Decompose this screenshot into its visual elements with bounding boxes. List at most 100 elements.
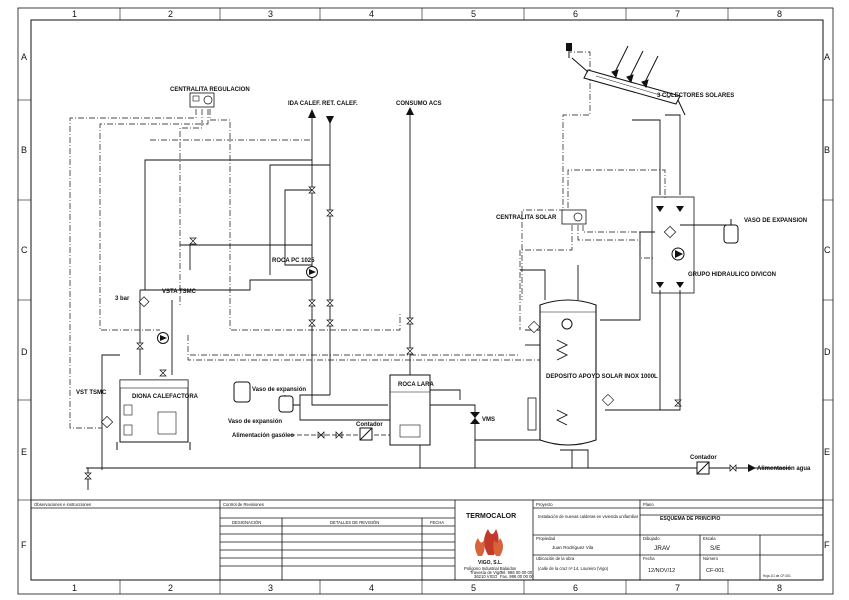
proyecto-label: Proyecto xyxy=(536,502,553,507)
company-address-line: Travesía de Vigo xyxy=(470,570,502,575)
label-contador-gas: Contador xyxy=(356,422,383,428)
vms-valve: VMS xyxy=(470,412,495,424)
fecha-value: 12/NOV/12 xyxy=(648,568,675,574)
vaso-expansion-solar: VASO DE EXPANSION xyxy=(723,218,807,244)
label-contador-agua: Contador xyxy=(690,455,717,461)
water-counter: Contador Alimentación agua xyxy=(690,455,811,475)
row-label: F xyxy=(824,540,830,550)
label-centralita-solar: CENTRALITA SOLAR xyxy=(496,215,557,221)
col-label: 4 xyxy=(369,9,374,19)
gas-line: Contador Alimentación gasóleo xyxy=(232,422,390,441)
col-label: 8 xyxy=(777,9,782,19)
company-city: VIGO, S.L. xyxy=(478,560,503,566)
ubicacion-label: Ubicación de la obra xyxy=(536,556,575,561)
company-address-line: Polígono Industrial Balaídos xyxy=(464,566,516,571)
revisiones-label: Control de Revisiones xyxy=(223,502,264,507)
label-colectores: 3 COLECTORES SOLARES xyxy=(657,93,734,99)
col-label: 3 xyxy=(268,9,273,19)
boiler-group: DIONA CALEFACTORA 3 bar VSTA TSMC VST TS… xyxy=(76,289,199,450)
company-name: TERMOCALOR xyxy=(466,513,516,520)
company-address-line: Tel. 986 00 00 00 xyxy=(500,570,533,575)
flow-arrows: IDA CALEF. RET. CALEF. CONSUMO ACS xyxy=(288,101,441,124)
label-vaso-expansion-1: Vaso de expansión xyxy=(252,387,306,393)
row-label: C xyxy=(21,245,28,255)
row-label: E xyxy=(824,447,830,457)
solar-collectors: 3 COLECTORES SOLARES xyxy=(566,43,734,116)
col-label: 5 xyxy=(471,583,476,593)
deposito: DEPOSITO APOYO SOLAR INOX 1000L xyxy=(527,299,658,446)
valves xyxy=(84,186,737,480)
dibujado-label: Dibujado xyxy=(643,536,660,541)
centralita-regulacion: CENTRALITA REGULACION xyxy=(170,87,250,108)
label-vst: VST TSMC xyxy=(76,390,107,396)
numero-label: Número xyxy=(703,556,719,561)
plano-value: ESQUEMA DE PRINCIPIO xyxy=(660,516,720,522)
label-vaso-expansion: VASO DE EXPANSION xyxy=(744,218,807,224)
label-vista-tsmc: VSTA TSMC xyxy=(162,289,197,295)
roca-lara: ROCA LARA xyxy=(389,374,434,446)
label-vaso-expansion-2: Vaso de expansión xyxy=(228,419,282,425)
title-block xyxy=(30,499,824,581)
label-tres-bar: 3 bar xyxy=(115,296,130,302)
observaciones-label: Observaciones e instrucciones xyxy=(34,502,91,507)
row-label: A xyxy=(824,52,830,62)
rev-col-detalles: DETALLES DE REVISIÓN xyxy=(330,520,379,525)
numero-value: CF-001 xyxy=(706,568,724,574)
fecha-label: Fecha xyxy=(643,556,655,561)
row-label: D xyxy=(824,347,831,357)
label-ret-calef: RET. CALEF. xyxy=(322,101,358,107)
col-label: 7 xyxy=(675,9,680,19)
escala-label: Escala xyxy=(703,536,716,541)
col-label: 7 xyxy=(675,583,680,593)
label-alimentacion-agua: Alimentación agua xyxy=(757,466,811,472)
propiedad-label: Propiedad xyxy=(536,536,556,541)
escala-value: S/E xyxy=(710,545,721,552)
propiedad-value: Juan Rodríguez Vila xyxy=(552,545,594,550)
label-vms: VMS xyxy=(482,417,495,423)
col-label: 4 xyxy=(369,583,374,593)
rev-col-designacion: DESIGNACIÓN xyxy=(232,520,261,525)
row-label: D xyxy=(21,347,28,357)
plano-label: Plano xyxy=(643,502,654,507)
col-label: 3 xyxy=(268,583,273,593)
roca-pc: ROCA PC 1025 xyxy=(272,258,318,278)
grid-labels: 1 2 3 4 5 6 7 8 1 2 3 4 5 6 7 8 A B C D … xyxy=(21,9,831,593)
row-label: B xyxy=(824,145,830,155)
label-deposito: DEPOSITO APOYO SOLAR INOX 1000L xyxy=(546,374,658,380)
row-label: A xyxy=(21,52,27,62)
ubicacion-value: (calle de la cruz nº 14, Loureiro (Vigo) xyxy=(538,566,609,571)
row-label: B xyxy=(21,145,27,155)
label-roca-lara: ROCA LARA xyxy=(398,382,434,388)
col-label: 5 xyxy=(471,9,476,19)
col-label: 6 xyxy=(573,583,578,593)
col-label: 8 xyxy=(777,583,782,593)
footer-note: Hoja 1/1 de CF-001 xyxy=(763,574,791,578)
company-address-line: 36210 VIGO xyxy=(474,574,498,579)
row-label: E xyxy=(21,447,27,457)
label-ida-calef: IDA CALEF. xyxy=(288,101,321,107)
row-label: F xyxy=(21,540,27,550)
col-label: 6 xyxy=(573,9,578,19)
row-label: C xyxy=(824,245,831,255)
label-consumo-acs: CONSUMO ACS xyxy=(396,101,441,107)
dibujado-value: JRAV xyxy=(654,545,671,552)
grupo-hidraulico: GRUPO HIDRAULICO DIVICON xyxy=(651,196,776,294)
water-pipes xyxy=(86,114,790,490)
label-caldera: DIONA CALEFACTORA xyxy=(132,394,199,400)
company-address-line: Fax. 986 00 00 00 xyxy=(500,574,534,579)
col-label: 1 xyxy=(72,9,77,19)
title-block-text: Observaciones e instrucciones Control de… xyxy=(34,502,791,579)
label-grupo-hidraulico: GRUPO HIDRAULICO DIVICON xyxy=(688,272,776,278)
rev-col-fecha: FECHA xyxy=(430,520,444,525)
label-roca-pc: ROCA PC 1025 xyxy=(272,258,315,264)
label-centralita-regulacion: CENTRALITA REGULACION xyxy=(170,87,250,93)
col-label: 2 xyxy=(168,9,173,19)
company-logo: TERMOCALOR VIGO, S.L. Polígono Industria… xyxy=(464,513,534,579)
col-label: 1 xyxy=(72,583,77,593)
proyecto-value: Instalación de nuevas calderas en vivien… xyxy=(538,514,639,519)
label-alimentacion-gasoleo: Alimentación gasóleo xyxy=(232,433,294,439)
col-label: 2 xyxy=(168,583,173,593)
vasos-expansion: Vaso de expansión Vaso de expansión xyxy=(228,381,306,425)
centralita-solar: CENTRALITA SOLAR xyxy=(496,209,587,225)
